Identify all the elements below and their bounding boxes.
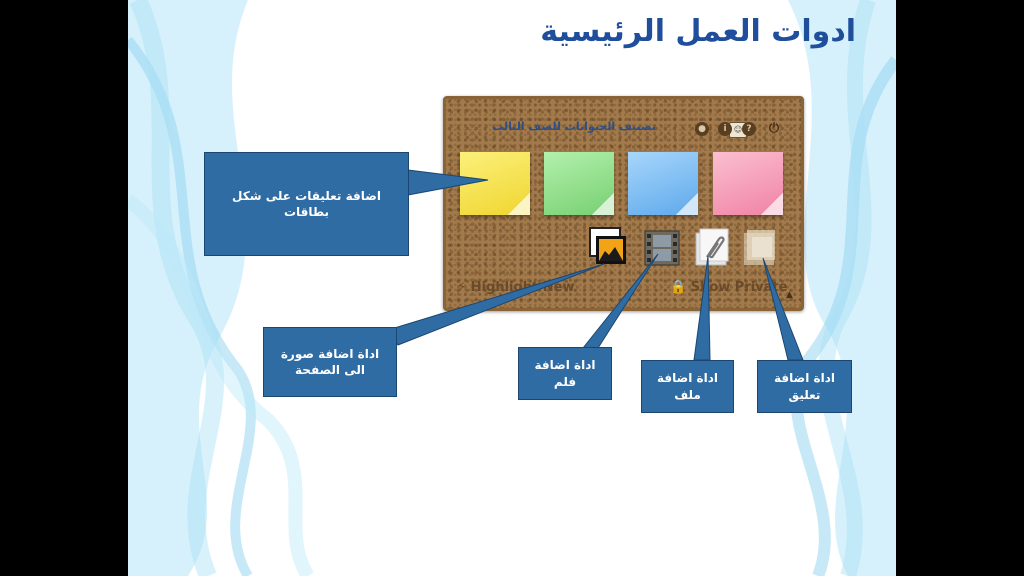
show-private-toggle[interactable]: 🔒 Show Private	[670, 280, 787, 295]
yellow-note-button[interactable]	[460, 152, 530, 215]
highlight-new-label: Highlight New	[470, 280, 575, 295]
help-icon[interactable]: ?	[742, 122, 756, 136]
corkboard-widget: تصنيف الحيوانات للصف الثالث ☺ ● i ? ⏻	[443, 96, 804, 311]
paperclip-icon[interactable]	[693, 227, 731, 267]
callout-image: اداة اضافة صورة الى الصفحة	[263, 327, 397, 397]
lightning-icon: ⚡	[457, 280, 467, 295]
green-note-button[interactable]	[544, 152, 614, 215]
image-icon[interactable]	[589, 227, 627, 267]
film-icon[interactable]	[643, 227, 681, 267]
slide-background-waves	[128, 0, 896, 576]
power-icon[interactable]: ⏻	[768, 121, 780, 136]
callout-cards: اضافة تعليقات على شكل بطاقات	[204, 152, 409, 256]
lock-icon: 🔒	[670, 280, 687, 295]
callout-comment: اداة اضافة تعليق	[757, 360, 852, 413]
pink-note-button[interactable]	[713, 152, 783, 215]
comment-icon[interactable]	[740, 227, 778, 267]
collapse-icon[interactable]: ▲	[786, 290, 793, 300]
show-private-label: Show Private	[690, 280, 788, 295]
widget-title: تصنيف الحيوانات للصف الثالث	[492, 120, 656, 133]
highlight-new-toggle[interactable]: ⚡ Highlight New	[457, 280, 575, 295]
info-icon[interactable]: i	[718, 122, 732, 136]
slide-title: ادوات العمل الرئيسية	[540, 14, 856, 49]
share-icon[interactable]: ●	[695, 122, 709, 136]
blue-note-button[interactable]	[628, 152, 698, 215]
callout-film: اداة اضافة فلم	[518, 347, 612, 400]
callout-file: اداة اضافة ملف	[641, 360, 734, 413]
slide: ادوات العمل الرئيسية تصنيف الحيوانات للص…	[128, 0, 896, 576]
